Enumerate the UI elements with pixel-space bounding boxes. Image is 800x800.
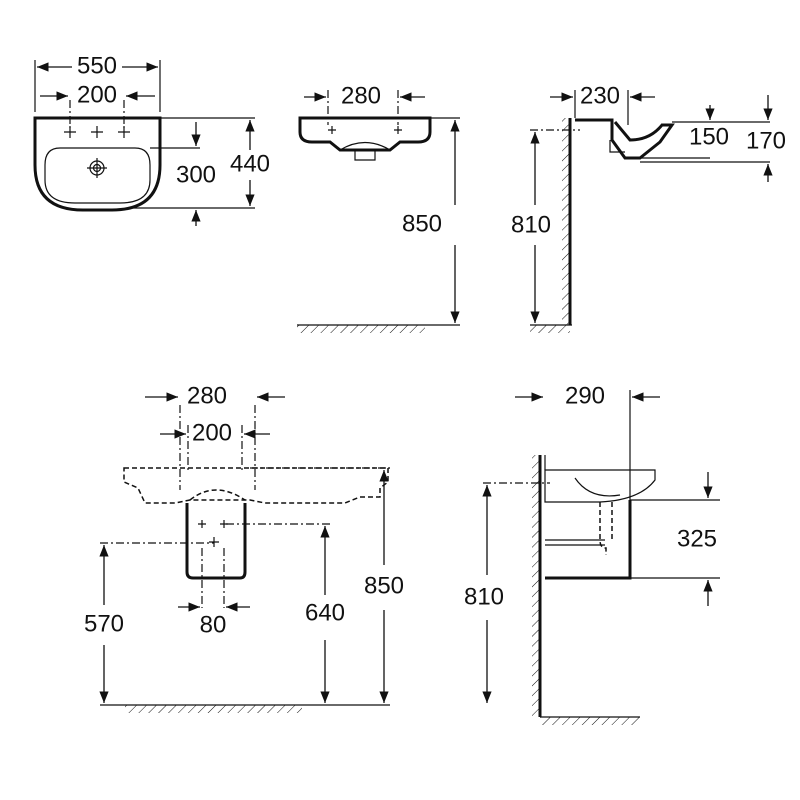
drain-icon	[87, 158, 107, 178]
front-view: 280 850	[297, 82, 460, 333]
dim-570: 570	[84, 610, 124, 637]
pedestal-front-view: 280 200 850 570 640 80	[84, 382, 404, 713]
tap-hole-icon	[64, 126, 130, 138]
dim-150: 150	[689, 123, 729, 150]
dim-200-pedestal: 200	[192, 419, 232, 446]
dim-170: 170	[746, 127, 786, 154]
dim-550: 550	[77, 52, 117, 79]
top-plan-view: 550 200 300 440	[33, 52, 270, 226]
side-view: 230 150 170 810	[511, 82, 786, 333]
pedestal-side-view: 290 325 810	[464, 382, 720, 725]
dim-80: 80	[200, 611, 227, 638]
dim-280-pedestal: 280	[187, 382, 227, 409]
dim-280: 280	[341, 82, 381, 109]
dim-810: 810	[511, 211, 551, 238]
dim-440: 440	[230, 150, 270, 177]
dim-640: 640	[305, 599, 345, 626]
dim-290: 290	[565, 382, 605, 409]
dim-300: 300	[176, 161, 216, 188]
dim-200: 200	[77, 81, 117, 108]
dim-850: 850	[402, 210, 442, 237]
dim-810-pedestal: 810	[464, 583, 504, 610]
dim-325: 325	[677, 525, 717, 552]
dim-230: 230	[580, 82, 620, 109]
dim-850-pedestal: 850	[364, 572, 404, 599]
